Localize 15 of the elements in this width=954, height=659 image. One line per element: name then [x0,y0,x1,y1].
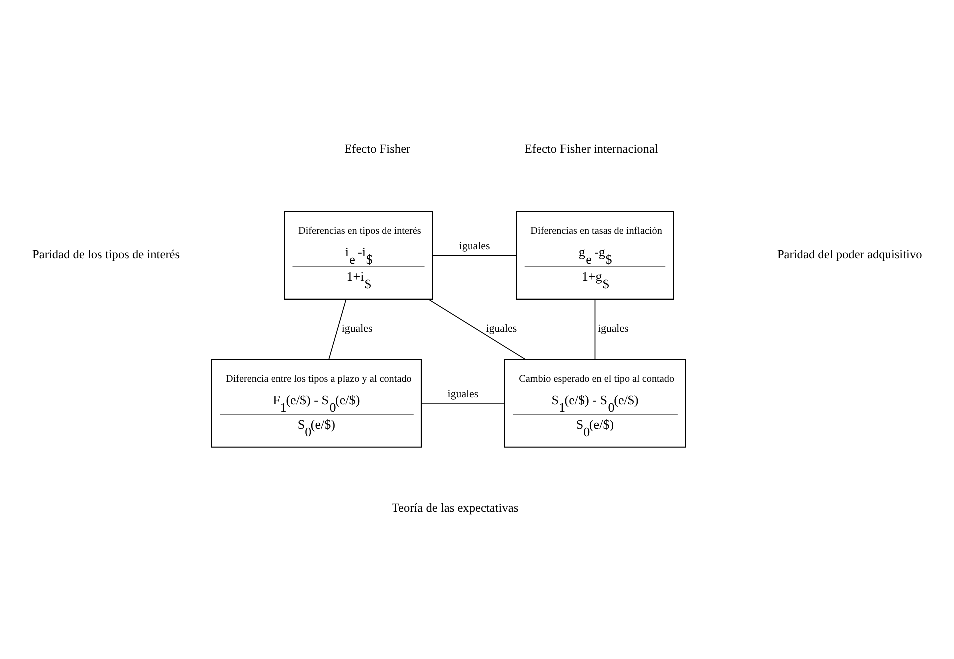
connector [421,403,506,404]
label: Paridad de los tipos de interés [32,247,180,262]
label: Efecto Fisher [344,142,411,156]
label: Efecto Fisher internacional [524,142,658,156]
connector [432,255,518,256]
label: Paridad del poder adquisitivo [777,247,922,262]
edge-label: iguales [342,323,373,336]
connector [594,298,596,360]
label: Teoría de las expectativas [392,501,519,516]
edge-label: iguales [459,240,490,253]
edge-label: iguales [598,323,629,336]
edge-label: iguales [448,388,479,401]
connector [328,298,347,360]
edge-label: iguales [486,323,518,336]
connector [428,298,526,360]
